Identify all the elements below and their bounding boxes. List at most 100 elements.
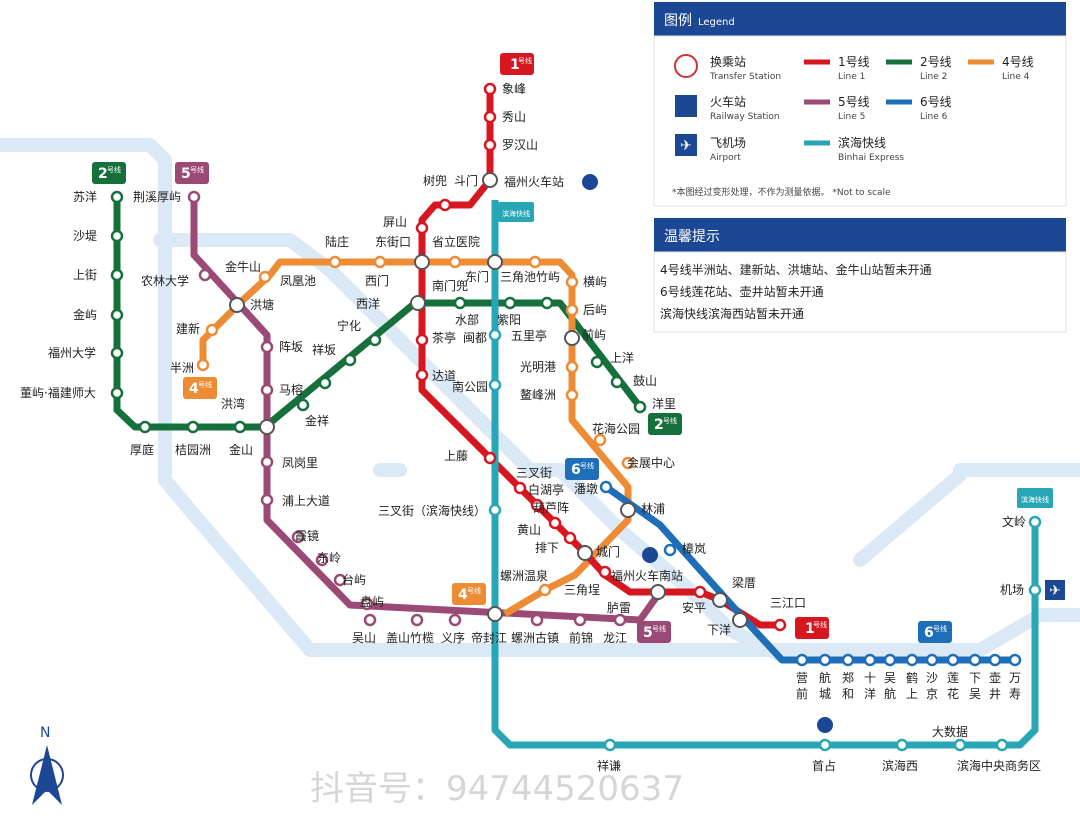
svg-text:三角埕: 三角埕	[564, 583, 600, 597]
svg-text:Line 1: Line 1	[838, 72, 865, 82]
svg-text:城: 城	[819, 687, 831, 701]
svg-text:树兜: 树兜	[423, 173, 447, 188]
svg-text:Binhai Express: Binhai Express	[838, 153, 904, 163]
svg-text:茶亭: 茶亭	[432, 330, 456, 345]
svg-text:Line 2: Line 2	[920, 72, 947, 82]
svg-text:建新: 建新	[176, 321, 200, 336]
svg-text:三叉街: 三叉街	[516, 466, 552, 480]
svg-text:号线: 号线	[190, 165, 204, 174]
svg-text:祥坂: 祥坂	[312, 343, 336, 357]
svg-text:马榕: 马榕	[279, 382, 303, 397]
svg-text:后屿: 后屿	[583, 303, 607, 317]
station-yingqian: 营	[796, 671, 808, 685]
svg-text:滨海快线滨海西站暂未开通: 滨海快线滨海西站暂未开通	[660, 306, 804, 321]
svg-text:6号线: 6号线	[920, 95, 952, 109]
svg-text:上洋: 上洋	[610, 350, 634, 365]
svg-text:荆溪厚屿: 荆溪厚屿	[133, 190, 181, 204]
svg-text:白湖亭: 白湖亭	[528, 482, 564, 497]
svg-text:图例: 图例	[664, 13, 692, 29]
svg-text:闽都: 闽都	[463, 331, 487, 345]
line4-badge: 4 号线	[183, 377, 217, 399]
svg-text:达道: 达道	[432, 369, 456, 383]
svg-text:南门兜: 南门兜	[432, 278, 468, 293]
svg-text:滨海快线: 滨海快线	[838, 135, 886, 150]
svg-text:紫阳: 紫阳	[497, 313, 521, 327]
transfer-stations	[229, 172, 748, 628]
svg-text:西洋: 西洋	[356, 296, 380, 311]
svg-text:寿: 寿	[1009, 687, 1021, 701]
svg-text:沙堤: 沙堤	[73, 229, 97, 243]
svg-text:潘墩: 潘墩	[574, 482, 598, 496]
svg-text:吴: 吴	[884, 671, 896, 685]
svg-text:陆庄: 陆庄	[325, 234, 349, 249]
svg-text:罗汉山: 罗汉山	[502, 138, 538, 152]
svg-text:螺洲古镇: 螺洲古镇	[511, 630, 559, 645]
svg-text:胪雷: 胪雷	[607, 601, 631, 615]
svg-text:吴山: 吴山	[352, 631, 376, 645]
svg-text:洋: 洋	[864, 686, 876, 701]
svg-text:号线: 号线	[813, 620, 827, 629]
stations-line6	[599, 480, 1022, 667]
svg-text:龙江: 龙江	[603, 631, 627, 645]
svg-text:Line 4: Line 4	[1002, 72, 1030, 82]
stations-binhai	[488, 328, 1042, 752]
svg-text:农林大学: 农林大学	[141, 273, 189, 288]
svg-text:凤岗里: 凤岗里	[282, 456, 318, 470]
svg-text:1号线: 1号线	[838, 55, 870, 69]
svg-text:首占: 首占	[812, 758, 836, 773]
line5-path	[190, 197, 663, 624]
svg-text:6: 6	[571, 462, 581, 478]
svg-text:航: 航	[819, 670, 831, 685]
svg-text:N: N	[40, 725, 50, 741]
svg-text:花海公园: 花海公园	[592, 421, 640, 436]
svg-text:霞镜: 霞镜	[295, 528, 319, 543]
svg-text:2: 2	[98, 166, 108, 182]
svg-text:象峰: 象峰	[502, 82, 526, 96]
svg-text:壶: 壶	[989, 670, 1001, 685]
line5-badge-end: 5 号线	[637, 621, 671, 643]
svg-text:滨海中央商务区: 滨海中央商务区	[957, 758, 1041, 773]
svg-text:半洲: 半洲	[170, 361, 194, 375]
svg-text:万: 万	[1009, 671, 1021, 685]
svg-text:5: 5	[181, 166, 191, 182]
svg-text:金牛山: 金牛山	[225, 259, 261, 274]
svg-text:前: 前	[796, 686, 808, 701]
svg-text:樟岚: 樟岚	[682, 541, 706, 556]
river	[0, 138, 1080, 662]
airport-legend-icon	[675, 134, 697, 156]
svg-text:2: 2	[654, 417, 664, 433]
watermark: 抖音号：94744520637	[310, 769, 684, 809]
line6-badge-end: 6 号线	[918, 621, 952, 643]
svg-text:前锦: 前锦	[569, 630, 593, 645]
svg-text:京: 京	[926, 687, 938, 701]
svg-text:4: 4	[458, 587, 468, 603]
svg-text:上街: 上街	[73, 268, 97, 282]
line2-badge-end: 2 号线	[648, 413, 682, 435]
svg-text:安平: 安平	[682, 600, 706, 615]
svg-text:鳌峰洲: 鳌峰洲	[520, 387, 556, 402]
svg-text:大数据: 大数据	[932, 724, 968, 739]
svg-text:号线: 号线	[107, 165, 121, 174]
svg-text:号线: 号线	[933, 624, 947, 633]
line4-badge-end: 4 号线	[452, 583, 486, 605]
svg-text:金屿: 金屿	[73, 307, 97, 322]
svg-text:东岭: 东岭	[317, 551, 341, 565]
svg-text:滨海西: 滨海西	[882, 758, 918, 773]
line1-badge-end: 1 号线	[795, 617, 829, 639]
svg-text:下: 下	[969, 671, 981, 685]
svg-text:城门: 城门	[596, 544, 620, 559]
svg-text:斗门: 斗门	[454, 173, 478, 188]
svg-text:号线: 号线	[580, 461, 594, 470]
svg-text:6: 6	[924, 625, 934, 641]
transfer-icon	[674, 54, 698, 78]
svg-text:阵坂: 阵坂	[279, 340, 303, 354]
svg-text:金祥: 金祥	[305, 413, 329, 428]
svg-text:上: 上	[906, 687, 918, 701]
notice-panel: 温馨提示 4号线半洲站、建新站、洪塘站、金牛山站暂未开通 6号线莲花站、壶井站暂…	[653, 218, 1067, 333]
svg-text:帝封江: 帝封江	[471, 630, 507, 645]
stations-line2	[110, 190, 647, 434]
svg-text:水部: 水部	[455, 312, 479, 327]
airport-icon: ✈	[1045, 580, 1065, 600]
svg-text:福州火车南站: 福州火车南站	[611, 568, 683, 583]
